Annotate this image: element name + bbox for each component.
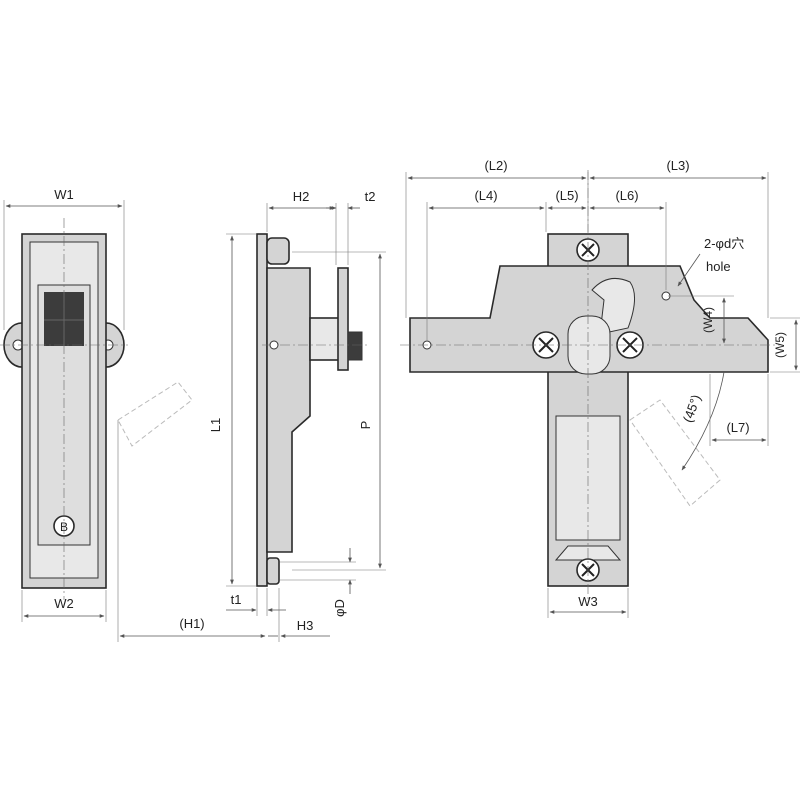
hole-note: 2-φd穴 xyxy=(704,236,744,251)
side-bottom-stud xyxy=(266,557,280,585)
dim-W5: (W5) xyxy=(773,332,787,358)
dim-W4: (W4) xyxy=(701,307,715,333)
side-top-stud xyxy=(266,237,290,265)
dim-W1: W1 xyxy=(54,187,74,202)
dim-L7: (L7) xyxy=(726,420,749,435)
dim-L5: (L5) xyxy=(555,188,578,203)
side-cam-nut xyxy=(347,331,363,361)
dim-t2: t2 xyxy=(365,189,376,204)
side-cam-plate xyxy=(337,267,349,371)
dim-L2: (L2) xyxy=(484,158,507,173)
back-view: (L2) (L3) (L4) (L5) (L6) 2-φd穴 hole (W4)… xyxy=(400,158,800,618)
side-base-plate xyxy=(256,233,268,587)
front-view: B W1 W2 xyxy=(0,187,193,622)
dim-t1: t1 xyxy=(231,592,242,607)
side-body xyxy=(266,267,311,553)
dim-W3: W3 xyxy=(578,594,598,609)
dim-L3: (L3) xyxy=(666,158,689,173)
back-bar-rotated-ghost xyxy=(629,399,721,507)
dim-L4: (L4) xyxy=(474,188,497,203)
dim-angle: (45°) xyxy=(680,393,704,425)
dim-W2: W2 xyxy=(54,596,74,611)
dim-H2: H2 xyxy=(293,189,310,204)
dim-L1: L1 xyxy=(208,418,223,432)
dim-H3: H3 xyxy=(297,618,314,633)
side-cam-shaft xyxy=(309,317,343,361)
hole-note-en: hole xyxy=(706,259,731,274)
dim-H1: (H1) xyxy=(179,616,204,631)
dim-phiD: φD xyxy=(332,599,347,617)
dim-L6: (L6) xyxy=(615,188,638,203)
side-pivot xyxy=(269,340,279,350)
front-handle-open-ghost xyxy=(117,381,193,447)
dim-P: P xyxy=(358,421,373,430)
side-view: H2 t2 L1 P t1 (H1) H3 φD xyxy=(117,189,386,642)
